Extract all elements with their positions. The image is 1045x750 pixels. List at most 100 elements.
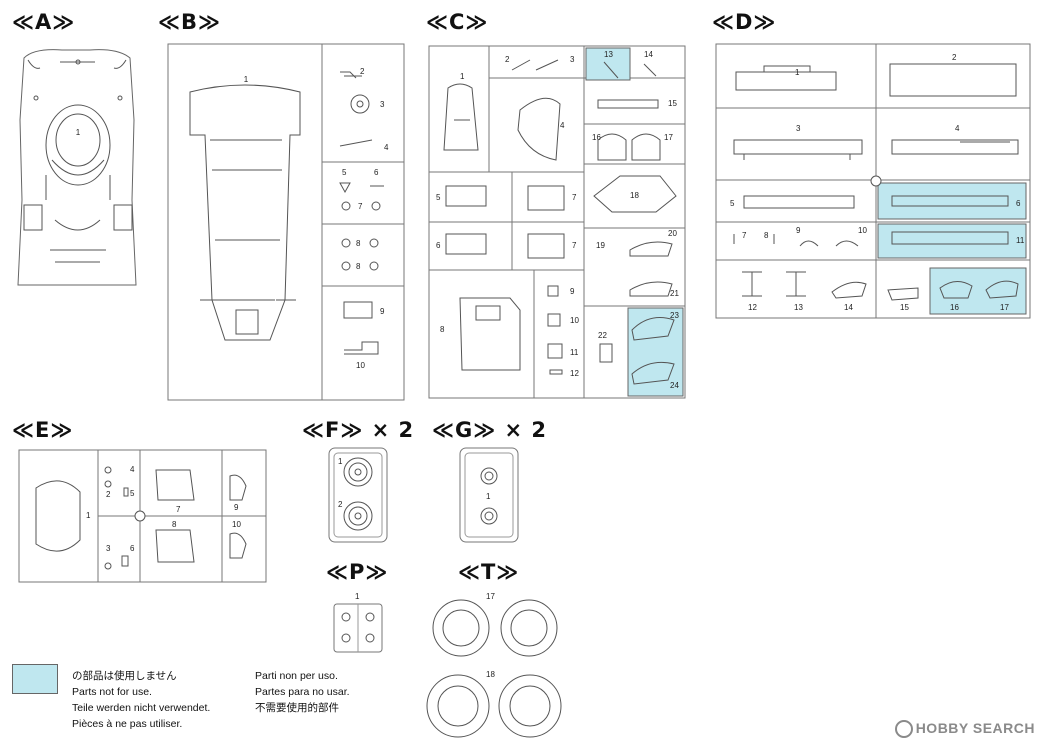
sprue-p-header: ≪P≫	[326, 560, 389, 584]
sprue-e-part-1-label: 1	[86, 511, 91, 520]
legend-line-es: Partes para no usar.	[255, 686, 350, 698]
legend-line-it: Parti non per uso.	[255, 670, 338, 682]
sprue-g-part-1-label: 1	[486, 492, 491, 501]
sprue-a-header: ≪A≫	[12, 10, 76, 34]
sprue-c-part-5-label: 5	[436, 193, 441, 202]
sprue-e-part-6-label: 6	[130, 544, 135, 553]
sprue-c-part-3-label: 3	[570, 55, 575, 64]
sprue-c-part-7-label: 7	[572, 193, 577, 202]
sprue-e-part-8-label: 8	[172, 520, 177, 529]
sprue-c-part-10-label: 10	[570, 316, 579, 325]
sprue-c-part-12-label: 12	[570, 369, 579, 378]
sprue-t-header: ≪T≫	[458, 560, 520, 584]
sprue-c-part-23-label: 23	[670, 311, 679, 320]
sprue-e-header: ≪E≫	[12, 418, 74, 442]
unused-parts-swatch	[12, 664, 58, 694]
sprue-b-part-5-label: 5	[342, 168, 347, 177]
sprue-c-part-1-label: 1	[460, 72, 465, 81]
sprue-d-header: ≪D≫	[712, 10, 777, 34]
sprue-e-part-4-label: 4	[130, 465, 135, 474]
legend-line-zh: 不需要使用的部件	[255, 702, 339, 714]
sprue-c-part-16-label: 16	[592, 133, 601, 142]
legend-left: の部品は使用しません Parts not for use. Teile werd…	[72, 668, 210, 732]
sprue-e-part-9-label: 9	[234, 503, 239, 512]
unused-d11	[877, 223, 1027, 259]
sprue-b-part-4-label: 4	[384, 143, 389, 152]
sprue-d-part-6-label: 6	[1016, 199, 1021, 208]
sprue-c-part-15-label: 15	[668, 99, 677, 108]
sprue-d-part-12-label: 12	[748, 303, 757, 312]
sprue-c-part-8-label: 8	[440, 325, 445, 334]
legend-line-fr: Pièces à ne pas utiliser.	[72, 718, 183, 730]
sprue-c-part-6-label: 6	[436, 241, 441, 250]
sprue-f: 1 2	[328, 447, 388, 543]
sprue-c-part-13-label: 13	[604, 50, 613, 59]
sprue-d-part-11-label: 11	[1016, 236, 1025, 245]
sprue-c-part-4-label: 4	[560, 121, 565, 130]
sprue-a: 1	[17, 49, 137, 286]
unused-d16-17	[929, 267, 1027, 315]
sprue-t-part-17-label: 17	[486, 592, 495, 601]
sprue-c-part-7b-label: 7	[572, 241, 577, 250]
sprue-f-part-2-label: 2	[338, 500, 343, 509]
sprue-c-part-18-label: 18	[630, 191, 639, 200]
unused-c13	[585, 47, 631, 81]
sprue-c-part-17-label: 17	[664, 133, 673, 142]
sprue-d-part-16-label: 16	[950, 303, 959, 312]
sprue-f-header: ≪F≫ × 2	[302, 418, 415, 442]
sprue-d-part-13-label: 13	[794, 303, 803, 312]
sprue-b-part-7-label: 7	[358, 202, 363, 211]
sprue-c-part-9-label: 9	[570, 287, 575, 296]
sprue-b: 1 2 3 4 5 6 7 8 8 9 10	[167, 43, 405, 401]
sprue-f-part-1-label: 1	[338, 457, 343, 466]
sprue-g-header: ≪G≫ × 2	[432, 418, 548, 442]
sprue-b-part-8b-label: 8	[356, 262, 361, 271]
sprue-c-part-20-label: 20	[668, 229, 677, 238]
sprue-d-part-4-label: 4	[955, 124, 960, 133]
legend-line-en: Parts not for use.	[72, 686, 152, 698]
sprue-d-part-1-label: 1	[795, 68, 800, 77]
sprue-t: 17 18	[426, 592, 562, 738]
sprue-d-part-2-label: 2	[952, 53, 957, 62]
sprue-e-part-10-label: 10	[232, 520, 241, 529]
sprue-c: 1 2 3 4 13 14 15 16 17 18 5 7 6 7 19 20 …	[428, 45, 686, 399]
sprue-g: 1	[459, 447, 519, 543]
sprue-e: 1 2 4 5 3 6 7 8 9 10	[18, 449, 267, 583]
sprue-d-part-17-label: 17	[1000, 303, 1009, 312]
sprue-d-part-8-label: 8	[764, 231, 769, 240]
sprue-b-part-3-label: 3	[380, 100, 385, 109]
sprue-b-part-10-label: 10	[356, 361, 365, 370]
legend-line-ja: の部品は使用しません	[72, 670, 177, 682]
sprue-c-part-22-label: 22	[598, 331, 607, 340]
legend-line-de: Teile werden nicht verwendet.	[72, 702, 211, 714]
sprue-a-part-label: 1	[76, 128, 81, 137]
sprue-b-part-8-label: 8	[356, 239, 361, 248]
sprue-c-part-14-label: 14	[644, 50, 653, 59]
sprue-c-part-21-label: 21	[670, 289, 679, 298]
sprue-b-header: ≪B≫	[158, 10, 221, 34]
sprue-d-part-10-label: 10	[858, 226, 867, 235]
hobby-search-logo-icon	[894, 720, 913, 738]
sprue-d-part-7-label: 7	[742, 231, 747, 240]
sprue-p: 1	[333, 592, 383, 653]
sprue-c-part-24-label: 24	[670, 381, 679, 390]
sprue-d-part-9-label: 9	[796, 226, 801, 235]
sprue-p-part-1-label: 1	[355, 592, 360, 601]
sprue-b-part-9-label: 9	[380, 307, 385, 316]
sprue-c-part-2-label: 2	[505, 55, 510, 64]
legend-right: Parti non per uso. Partes para no usar. …	[255, 668, 350, 716]
watermark-text: HOBBY SEARCH	[915, 720, 1035, 736]
sprue-t-part-18-label: 18	[486, 670, 495, 679]
sprue-d-part-14-label: 14	[844, 303, 853, 312]
sprue-a-body	[17, 49, 137, 286]
sprue-d-part-15-label: 15	[900, 303, 909, 312]
sprue-b-part-1-label: 1	[244, 75, 249, 84]
sprue-d-part-5-label: 5	[730, 199, 735, 208]
sprue-e-part-5-label: 5	[130, 489, 135, 498]
sprue-e-part-3-label: 3	[106, 544, 111, 553]
sprue-d-part-3-label: 3	[796, 124, 801, 133]
sprue-c-part-11-label: 11	[570, 348, 579, 357]
sprue-d: 1 2 3 4 5 6 7 8 9 10 11 12 13 14 15 16 1…	[715, 43, 1031, 319]
sprue-b-part-2-label: 2	[360, 67, 365, 76]
